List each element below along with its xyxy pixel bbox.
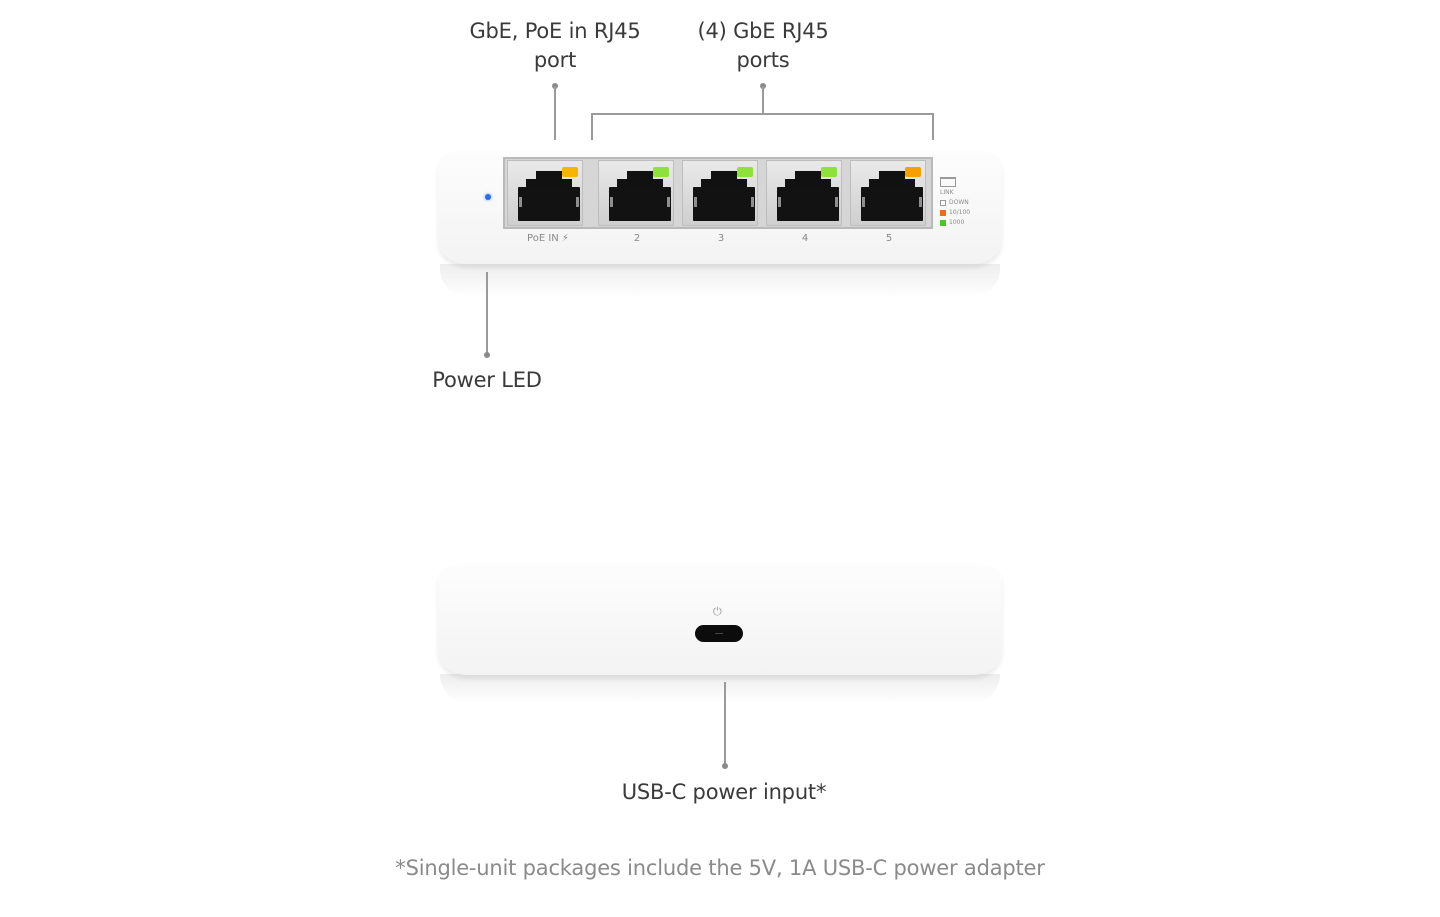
legend-10-100: 10/100 [940, 208, 970, 218]
power-led-callout-line [486, 272, 488, 354]
power-symbol-icon: ⏻ [713, 605, 722, 618]
usb-c-callout-line [724, 682, 726, 764]
port-label-5: 5 [885, 233, 893, 244]
port-5[interactable] [850, 160, 926, 226]
power-led-callout-dot [484, 352, 490, 358]
port-3[interactable] [682, 160, 758, 226]
back-device-reflection [440, 674, 1000, 704]
poe-port-callout: GbE, PoE in RJ45 port [469, 19, 641, 72]
gbe-bracket-right [932, 113, 934, 140]
gbe-callout-bracket [591, 113, 934, 115]
usb-c-callout-dot [722, 763, 728, 769]
port-label-4: 4 [801, 233, 809, 244]
port-label-3: 3 [717, 233, 725, 244]
legend-1000: 1000 [940, 218, 970, 228]
footnote: *Single-unit packages include the 5V, 1A… [395, 856, 1045, 880]
switch-front-view: PoE IN ⚡ 2 3 4 5 LINK DOWN 10/100 1000 [438, 150, 1002, 264]
port-led [737, 167, 753, 177]
port-led [653, 167, 669, 177]
port-label-2: 2 [633, 233, 641, 244]
port-label-poe: PoE IN ⚡ [527, 233, 569, 244]
power-led-callout: Power LED [432, 368, 542, 392]
gbe-bracket-left [591, 113, 593, 140]
power-led [485, 194, 491, 200]
port-4[interactable] [766, 160, 842, 226]
gbe-ports-callout: (4) GbE RJ45 ports [697, 19, 829, 72]
port-poe-in[interactable] [507, 160, 583, 226]
gbe-callout-stem [762, 86, 764, 114]
link-legend: LINK DOWN 10/100 1000 [940, 177, 970, 228]
link-icon [940, 177, 956, 187]
legend-down: DOWN [940, 198, 970, 208]
switch-back-view: ⏻ [438, 563, 1002, 675]
port-led [905, 167, 921, 177]
port-2[interactable] [598, 160, 674, 226]
front-device-reflection [440, 264, 1000, 298]
usb-c-callout: USB-C power input* [621, 780, 827, 804]
usb-c-port[interactable] [695, 625, 743, 642]
poe-callout-line [554, 86, 556, 140]
port-led [821, 167, 837, 177]
port-led [562, 167, 578, 177]
